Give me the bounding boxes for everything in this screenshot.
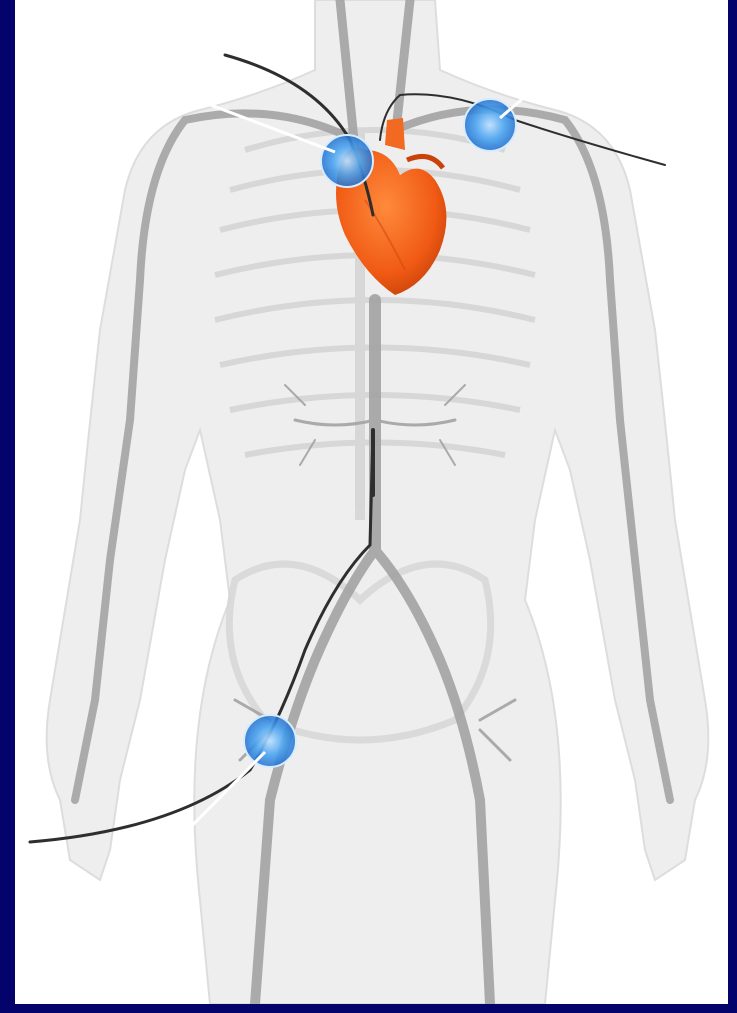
right-subclavian-access-site xyxy=(321,135,373,187)
left-subclavian-access-site xyxy=(464,99,516,151)
vascular-access-illustration xyxy=(15,0,728,1004)
femoral-access-site xyxy=(244,715,296,767)
arrow-upper-right xyxy=(500,26,607,118)
diagram-canvas xyxy=(15,0,728,1004)
